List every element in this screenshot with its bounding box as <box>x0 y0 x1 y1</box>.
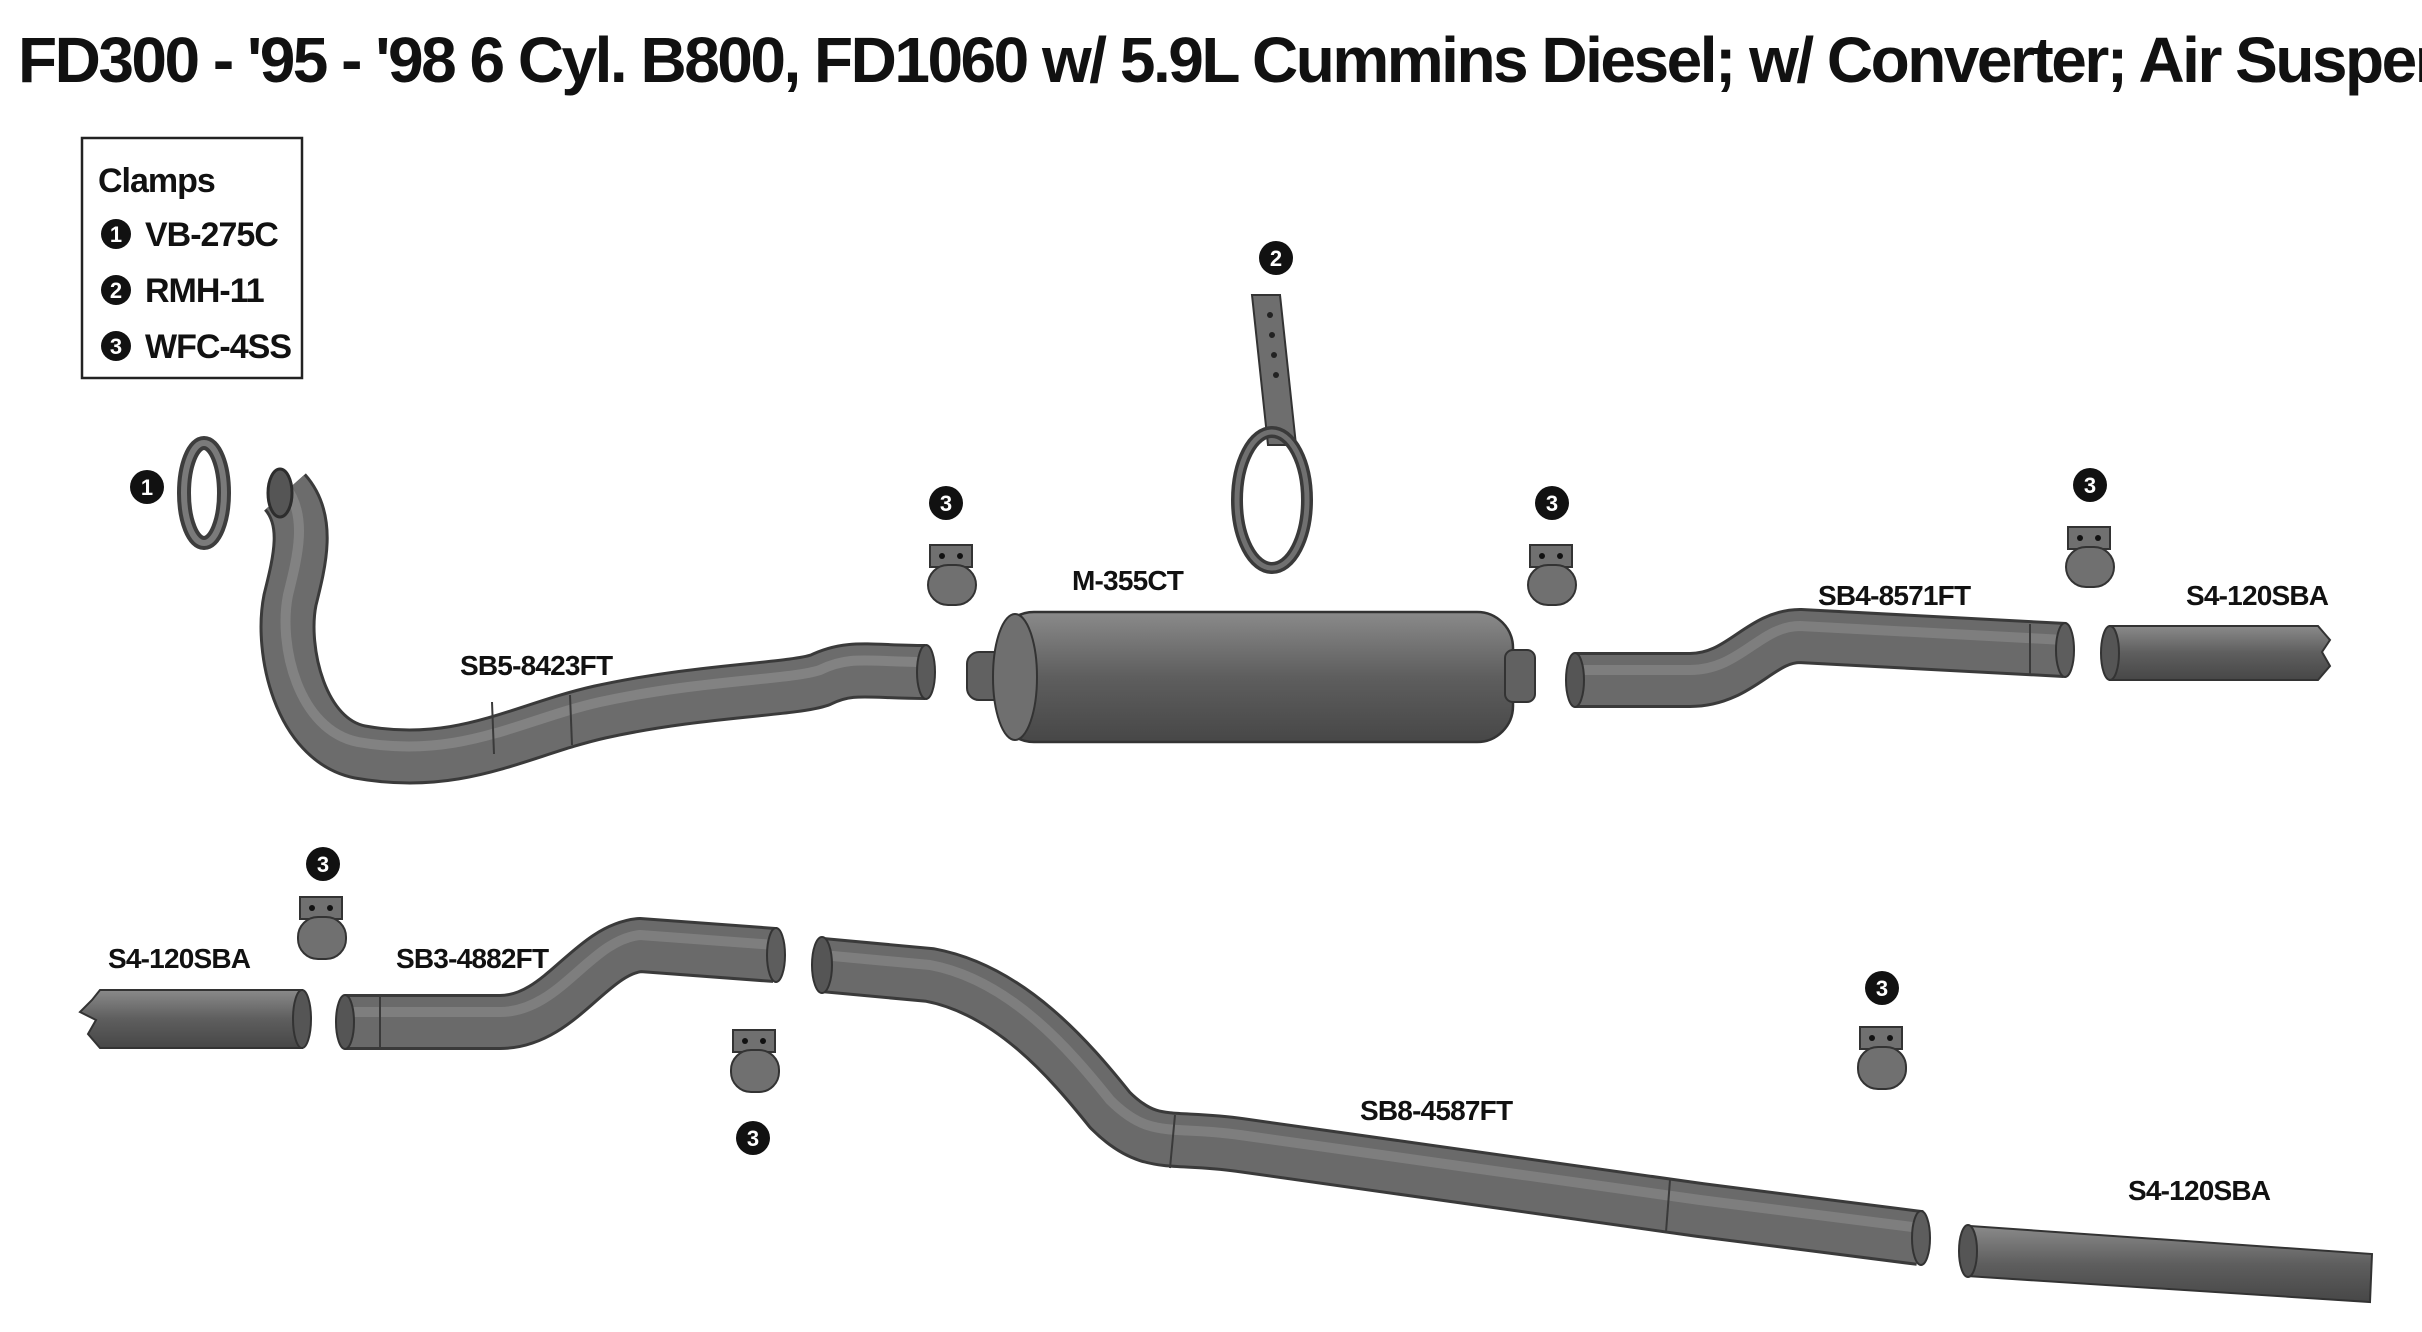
wfc-clamp <box>1527 544 1577 606</box>
callout-badge: 3 <box>1865 971 1899 1005</box>
wfc-clamp <box>2065 526 2115 588</box>
callout-badge: 2 <box>1259 241 1293 275</box>
sb3-4882ft-pipe <box>335 917 786 1050</box>
s4-120sba-tailpipe <box>78 989 312 1049</box>
part-label-s4-top: S4-120SBA <box>2186 580 2329 611</box>
legend-item: 2 RMH-11 <box>101 272 265 310</box>
part-label-sb4: SB4-8571FT <box>1818 580 1971 611</box>
callout-number: 3 <box>1876 976 1888 1001</box>
sb8-4587ft-pipe <box>811 936 1931 1266</box>
legend-number: 1 <box>110 222 122 247</box>
s4-120sba-tailpipe <box>1958 1224 2374 1304</box>
callout-badge: 3 <box>306 847 340 881</box>
m-355ct-muffler <box>966 610 1536 744</box>
callout-badge: 3 <box>2073 468 2107 502</box>
callout-number: 1 <box>141 475 153 500</box>
wfc-clamp <box>730 1029 780 1093</box>
legend-part: RMH-11 <box>145 272 264 310</box>
legend-part: WFC-4SS <box>145 328 291 366</box>
page-title: FD300 - '95 - '98 6 Cyl. B800, FD1060 w/… <box>18 24 2422 96</box>
callout-badge: 3 <box>736 1121 770 1155</box>
part-label-sb5: SB5-8423FT <box>460 650 613 681</box>
callout-number: 3 <box>747 1126 759 1151</box>
wfc-clamp <box>1857 1026 1907 1090</box>
legend-part: VB-275C <box>145 216 278 254</box>
legend-number: 2 <box>110 278 122 303</box>
sb4-8571ft-pipe <box>1565 608 2075 708</box>
callout-number: 3 <box>1546 491 1558 516</box>
wfc-clamp <box>927 544 977 606</box>
callout-number: 3 <box>940 491 952 516</box>
callout-number: 2 <box>1270 246 1282 271</box>
callout-number: 3 <box>317 852 329 877</box>
legend-heading: Clamps <box>98 162 215 200</box>
legend-item: 3 WFC-4SS <box>101 328 292 366</box>
rmh-hanger <box>1231 294 1313 574</box>
part-label-sb8: SB8-4587FT <box>1360 1095 1513 1126</box>
legend-number: 3 <box>110 334 122 359</box>
part-label-sb3: SB3-4882FT <box>396 943 549 974</box>
legend-item: 1 VB-275C <box>101 216 279 254</box>
callout-badge: 1 <box>130 470 164 504</box>
callout-badge: 3 <box>929 486 963 520</box>
vb-clamp-ring <box>177 436 231 550</box>
sb5-8423ft-pipe <box>259 467 936 785</box>
callout-number: 3 <box>2084 473 2096 498</box>
clamp-legend: Clamps 1 VB-275C 2 RMH-11 3 WFC-4SS <box>80 136 304 380</box>
part-label-m355ct: M-355CT <box>1072 565 1184 596</box>
callout-badge: 3 <box>1535 486 1569 520</box>
part-label-s4-left: S4-120SBA <box>108 943 251 974</box>
part-label-s4-bottom: S4-120SBA <box>2128 1175 2271 1206</box>
s4-120sba-tailpipe <box>2100 625 2332 681</box>
wfc-clamp <box>297 896 347 960</box>
